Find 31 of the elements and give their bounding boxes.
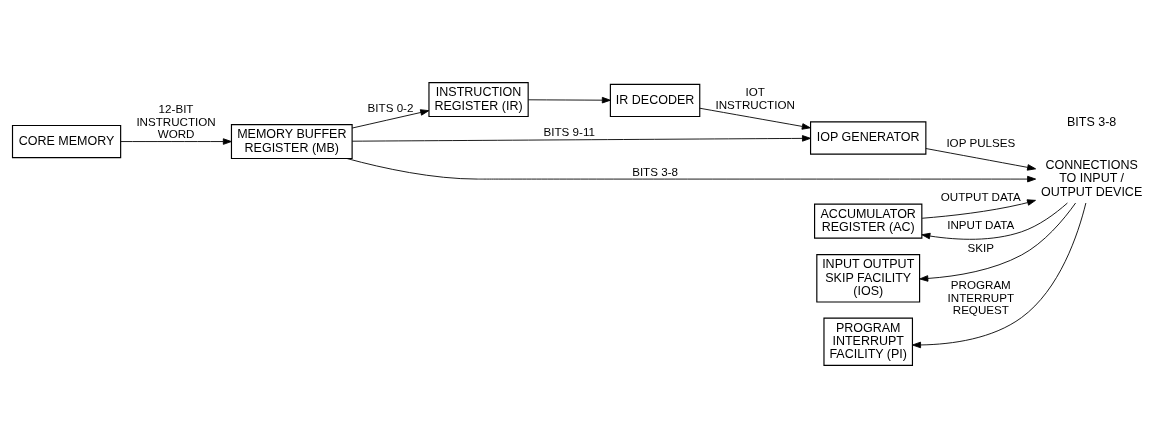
node-box: MEMORY BUFFER REGISTER (MB) [230,123,353,159]
arrow [921,202,1068,240]
edge-label: 12-BIT INSTRUCTION WORD [136,101,216,140]
label: BITS 3-8 [1066,114,1117,129]
arrow [912,202,1087,348]
arrow [120,137,232,145]
node-box: INSTRUCTION REGISTER (IR) [428,81,529,117]
edge-label: PROGRAM INTERRUPT REQUEST [947,277,1015,316]
arrow [351,108,430,128]
edge-label: SKIP [967,240,995,254]
arrow [921,198,1036,219]
edge-label: OUTPUT DATA [940,189,1021,203]
node-text: CONNECTIONS TO INPUT / OUTPUT DEVICE [1041,157,1143,199]
arrow [346,157,1037,182]
edge-label: INPUT DATA [947,217,1015,231]
node-box: INPUT OUTPUT SKIP FACILITY (IOS) [816,253,921,303]
edge-label: BITS 9-11 [543,124,595,138]
edge-label: BITS 3-8 [632,164,678,178]
arrow [699,107,811,130]
node-box: IOP GENERATOR [810,120,927,155]
arrow [527,96,611,103]
edge-label: BITS 0-2 [367,100,414,114]
node-box: CORE MEMORY [11,124,122,158]
node-box: IR DECODER [609,83,701,117]
arrow [925,147,1037,171]
arrow [351,134,811,142]
node-box: PROGRAM INTERRUPT FACILITY (PI) [823,317,914,366]
node-box: ACCUMULATOR REGISTER (AC) [814,203,923,239]
edge-label: IOT INSTRUCTION [715,84,795,111]
edge-label: IOP PULSES [946,135,1016,149]
arrow [919,202,1077,282]
